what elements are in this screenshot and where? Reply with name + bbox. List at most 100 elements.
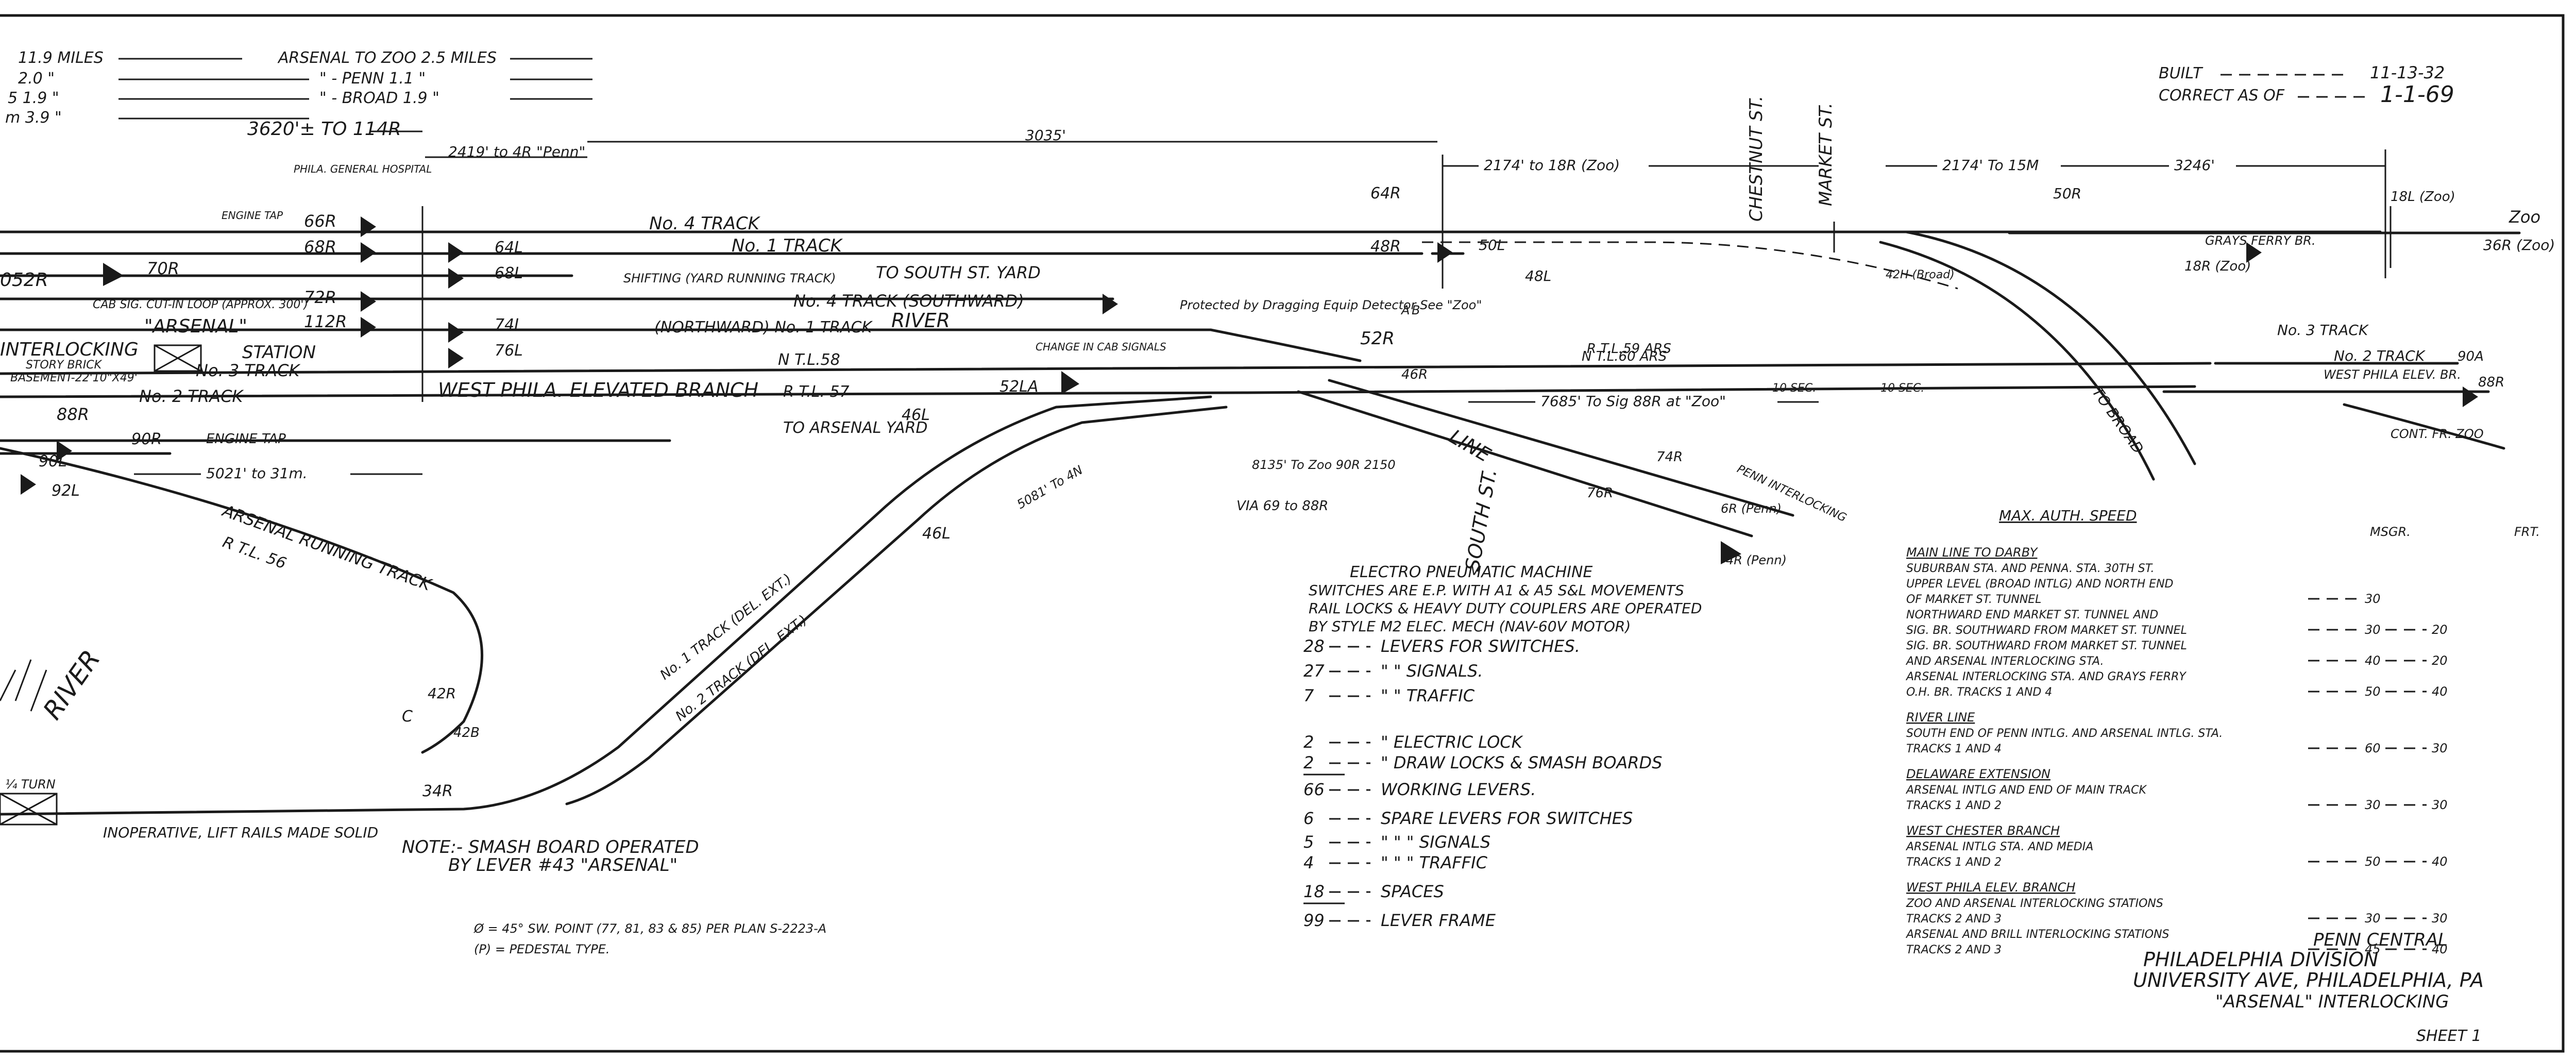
distance-label: 8135' To Zoo 90R 2150 [1252,458,1396,472]
lever-count: 28 [1303,636,1325,656]
speed-passenger: 30 [2365,798,2381,812]
signal-label: 70R [147,259,179,278]
track-label: GRAYS FERRY BR. [2205,233,2316,248]
signal-head-icon [361,317,376,338]
distance-row: m 3.9 " [5,109,309,127]
signal-label: 68R [304,237,336,257]
distance-row: 2.0 " " - PENN 1.1 " [18,70,592,88]
sheet-number: SHEET 1 [2416,1027,2481,1045]
note-text: Ø = 45° SW. POINT (77, 81, 83 & 85) PER … [473,921,826,936]
track-label: TO BROAD [2089,384,2147,457]
speed-row-text: ARSENAL INTERLOCKING STA. AND GRAYS FERR… [1905,670,2187,683]
signal-label: 52R [1360,328,1395,349]
signal-label: 36R (Zoo) [2483,237,2555,254]
track-label: No. 3 TRACK [2277,322,2369,339]
lever-desc: SPACES [1381,882,1444,901]
speed-row-text: TRACKS 1 AND 4 [1906,743,2002,755]
track-label: TO SOUTH ST. YARD [876,263,1041,282]
signal-label: 50L [1479,237,1505,254]
speed-row-text: AND ARSENAL INTERLOCKING STA. [1905,655,2104,668]
misc-notes: Protected by Dragging Equip Detector See… [103,209,1924,841]
signal-label: 74R [1656,449,1683,465]
signal-label: 112R [304,312,347,331]
lever-count: 5 [1303,832,1314,852]
lever-desc: " " TRAFFIC [1381,686,1475,705]
signal-head-icon [448,322,464,343]
speed-passenger: 30 [2365,623,2381,637]
track-label: N T.L.58 [778,351,840,369]
speed-passenger: 60 [2365,741,2381,755]
correct-date: 1-1-69 [2380,81,2454,108]
smash-note: NOTE:- SMASH BOARD OPERATED BY LEVER #43… [402,837,826,956]
track-label: TO ARSENAL YARD [783,419,928,437]
track-label: No. 4 TRACK [649,213,761,234]
speed-passenger: 50 [2365,854,2381,869]
distance-row: 5 1.9 " " - BROAD 1.9 " [8,89,592,107]
signal-label: 50R [2053,185,2081,202]
lever-desc: " " " SIGNALS [1381,832,1490,852]
signal-label: 42H (Broad) [1886,268,1955,281]
river-label: RIVER [37,645,106,725]
station-tower: STORY BRICK [26,359,103,372]
speed-row-text: TRACKS 1 AND 2 [1906,799,2002,812]
track-label: N T.L.60 ARS [1582,349,1667,364]
lever-count: 66 [1303,780,1325,799]
note-text: CHANGE IN CAB SIGNALS [1036,341,1166,353]
distance-left: 2.0 " [18,70,55,88]
signal-head-icon [2463,386,2478,407]
signal-label: 76R [1587,485,1613,501]
correct-label: CORRECT AS OF [2159,87,2285,105]
speed-row-text: ARSENAL AND BRILL INTERLOCKING STATIONS [1905,928,2170,941]
signal-head-icon [21,474,36,495]
signal-label: 42B [453,725,480,741]
lever-desc: WORKING LEVERS. [1381,780,1536,799]
signal-label: 52LA [999,378,1038,396]
signal-label: C [402,708,413,726]
speed-passenger: 40 [2365,653,2381,668]
title-line: PENN CENTRAL [2313,930,2448,950]
lever-desc: LEVER FRAME [1381,911,1496,930]
signal-label: 34R [422,782,453,800]
distance-left: 5 1.9 " [8,89,59,107]
speed-section-head: WEST PHILA ELEV. BRANCH [1906,880,2075,895]
speed-freight: 30 [2432,798,2448,812]
speed-freight: 20 [2432,653,2448,668]
signal-head-icon [361,291,376,312]
track-label: (NORTHWARD) No. 1 TRACK [654,318,873,337]
signal-head-icon [448,348,464,368]
signal-label: 46L [922,525,951,543]
signal-label: 88R [57,405,89,424]
lever-row: 2" ELECTRIC LOCK [1303,732,1524,752]
speed-section-head: MAIN LINE TO DARBY [1906,545,2039,560]
signal-head-icon [448,242,464,263]
signal-label: 92L [52,482,80,500]
signal-head-icon [361,242,376,263]
speed-row-text: TRACKS 2 AND 3 [1906,913,2002,926]
note-text: Protected by Dragging Equip Detector See… [1180,298,1482,312]
track-layout [0,230,2521,816]
signal-label: 64R [1370,184,1401,203]
lever-count: 6 [1303,809,1314,828]
track-label: No. 3 TRACK [196,361,301,380]
lever-count: 2 [1303,753,1314,772]
signal-label: 74L [495,316,523,334]
speed-freight: 40 [2432,942,2448,956]
lever-desc: " ELECTRIC LOCK [1381,732,1524,752]
speed-passenger: 30 [2365,911,2381,926]
distance-label: 7685' To Sig 88R at "Zoo" [1540,393,1726,410]
signal-label: 42R [428,685,456,702]
interlocking-station: INTERLOCKING STORY BRICK BASEMENT-22'10"… [0,298,316,384]
note-text: INOPERATIVE, LIFT RAILS MADE SOLID [103,824,378,841]
speed-row-text: SOUTH END OF PENN INTLG. AND ARSENAL INT… [1906,727,2223,740]
speed-row-text: ARSENAL INTLG STA. AND MEDIA [1905,841,2093,853]
distance-label: 5081' To 4N [1014,463,1085,512]
lever-count: 18 [1303,882,1325,901]
signal-head-icon [2246,242,2262,263]
signal-labels: 66R 68R 70R 72R 112R 052R 88R 90R 90L 92… [0,184,2555,800]
track-label: No. 1 TRACK (DEL. EXT.) [657,571,795,683]
